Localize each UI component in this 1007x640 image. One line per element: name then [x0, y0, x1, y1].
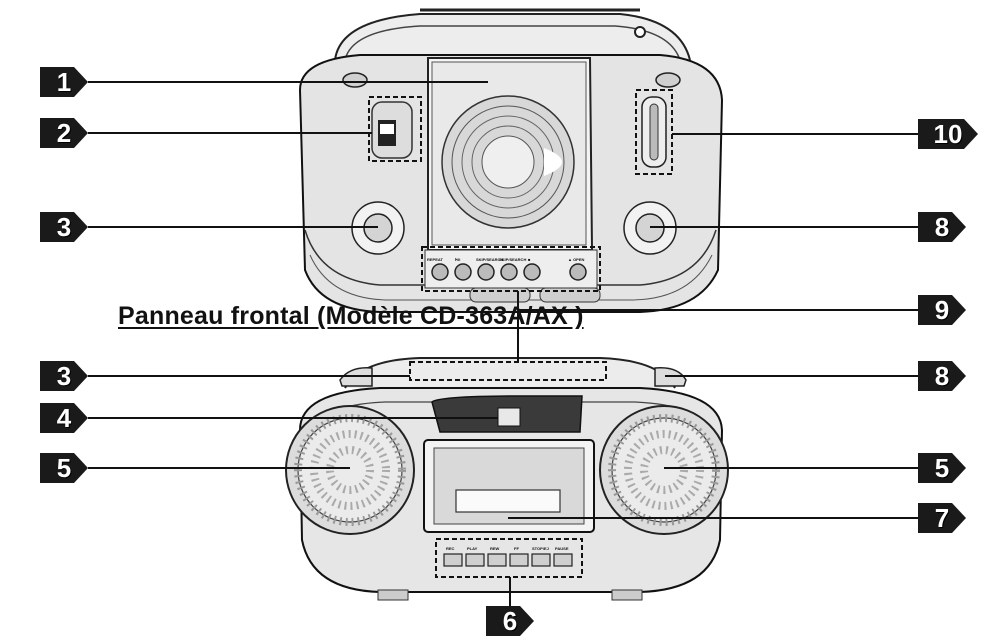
speaker-left [285, 405, 415, 535]
badge-shape-icon [40, 118, 88, 148]
callout-badge-4: 4 [40, 403, 88, 433]
callout-badge-5-left: 5 [40, 453, 88, 483]
callout-number: 3 [56, 212, 72, 242]
callout-number: 8 [934, 361, 950, 391]
callout-number: 7 [934, 503, 950, 533]
deck-btn-label: PAUSE [555, 546, 569, 551]
callout-badge-7: 7 [918, 503, 966, 533]
callout-badge-8-front: 8 [918, 361, 966, 391]
badge-shape-icon [40, 403, 88, 433]
front-view-unit: REC PLAY REW FF STOP/EJ PAUSE [285, 357, 729, 601]
callout-number: 2 [56, 118, 72, 148]
badge-shape-icon [40, 212, 88, 242]
callout-badge-2: 2 [40, 118, 88, 148]
badge-shape-icon [918, 361, 966, 391]
top-btn-label: ▲ OPEN [568, 257, 585, 262]
panel-title: Panneau frontal (Modèle CD-363A/AX ) [118, 302, 584, 330]
callout-number: 1 [56, 67, 72, 97]
callout-badge-10: 10 [918, 119, 978, 149]
deck-btn-label: FF [514, 546, 519, 551]
badge-shape-icon [918, 295, 966, 325]
top-view-unit: REPEAT ⏵/II SKIP/SEARCH SKIP/SEARCH ■ ▲ … [298, 8, 724, 313]
callout-badge-3-front: 3 [40, 361, 88, 391]
deck-button-row [443, 553, 573, 567]
badge-shape-icon [40, 453, 88, 483]
leader-lines [88, 81, 918, 608]
top-btn-label: ⏵/II [455, 257, 460, 262]
deck-btn-label: PLAY [467, 546, 478, 551]
badge-shape-icon [486, 606, 534, 636]
callout-number: 8 [934, 212, 950, 242]
callout-badge-3-top: 3 [40, 212, 88, 242]
callout-number: 3 [56, 361, 72, 391]
callout-number: 9 [934, 295, 950, 325]
callout-number: 4 [56, 403, 72, 433]
badge-shape-icon [40, 67, 88, 97]
badge-shape-icon [40, 361, 88, 391]
callout-badge-5-right: 5 [918, 453, 966, 483]
callout-number: 10 [933, 119, 963, 149]
top-btn-label: SKIP/SEARCH [476, 257, 503, 262]
callout-number: 6 [502, 606, 518, 636]
deck-btn-label: REW [490, 546, 500, 551]
deck-btn-label: REC [446, 546, 455, 551]
speaker-right [599, 405, 729, 535]
callout-badge-8-top: 8 [918, 212, 966, 242]
badge-shape-icon [918, 503, 966, 533]
top-btn-label: REPEAT [427, 257, 443, 262]
callout-badge-1: 1 [40, 67, 88, 97]
callout-badge-9: 9 [918, 295, 966, 325]
badge-shape-icon [918, 453, 966, 483]
deck-btn-label: STOP/EJ [532, 546, 549, 551]
top-btn-label: SKIP/SEARCH [499, 257, 526, 262]
badge-shape-icon [918, 119, 978, 149]
top-button-row [431, 263, 587, 281]
cd-disc-icon [441, 95, 575, 229]
badge-shape-icon [918, 212, 966, 242]
callout-badge-6: 6 [486, 606, 534, 636]
top-btn-label: ■ [528, 257, 531, 262]
callout-number: 5 [934, 453, 950, 483]
callout-number: 5 [56, 453, 72, 483]
